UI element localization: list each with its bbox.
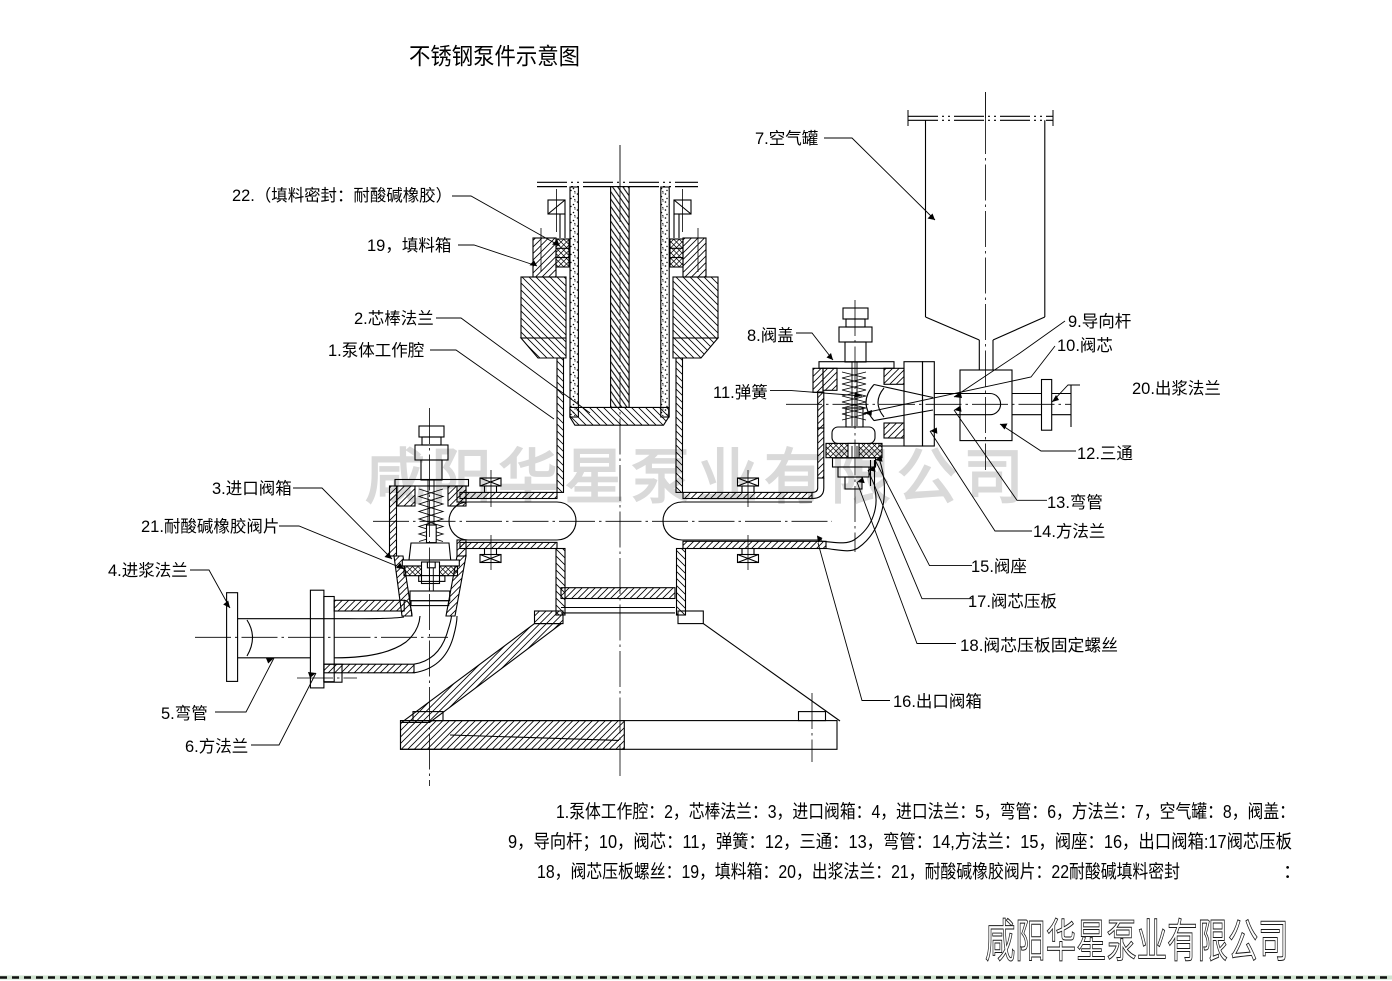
svg-text:9，导向杆；10，阀芯：11，弹簧：12，三通：13，弯管：: 9，导向杆；10，阀芯：11，弹簧：12，三通：13，弯管：14,方法兰：15，… — [508, 831, 1292, 852]
svg-text:10.阀芯: 10.阀芯 — [1057, 336, 1113, 355]
svg-text:5.弯管: 5.弯管 — [161, 704, 208, 723]
svg-text:18.阀芯压板固定螺丝: 18.阀芯压板固定螺丝 — [960, 636, 1118, 655]
svg-text:16.出口阀箱: 16.出口阀箱 — [893, 692, 982, 711]
svg-text:20.出浆法兰: 20.出浆法兰 — [1132, 379, 1221, 398]
svg-text:22.（填料密封：耐酸碱橡胶）: 22.（填料密封：耐酸碱橡胶） — [232, 186, 452, 205]
svg-text:17.阀芯压板: 17.阀芯压板 — [968, 592, 1057, 611]
svg-text:9.导向杆: 9.导向杆 — [1068, 312, 1131, 331]
svg-text:6.方法兰: 6.方法兰 — [185, 737, 248, 756]
svg-text:19，填料箱: 19，填料箱 — [367, 236, 451, 255]
svg-text:：: ： — [1283, 861, 1302, 882]
svg-text:3.进口阀箱: 3.进口阀箱 — [212, 479, 292, 498]
svg-text:11.弹簧: 11.弹簧 — [713, 383, 768, 402]
svg-text:15.阀座: 15.阀座 — [971, 557, 1027, 576]
svg-text:21.耐酸碱橡胶阀片: 21.耐酸碱橡胶阀片 — [141, 517, 279, 536]
svg-text:14.方法兰: 14.方法兰 — [1033, 522, 1105, 541]
svg-text:12.三通: 12.三通 — [1077, 444, 1133, 463]
svg-text:1.泵体工作腔：2，芯棒法兰：3，进口阀箱：4，进口法兰：5: 1.泵体工作腔：2，芯棒法兰：3，进口阀箱：4，进口法兰：5，弯管：6，方法兰：… — [556, 801, 1295, 822]
svg-text:不锈钢泵件示意图: 不锈钢泵件示意图 — [409, 43, 580, 69]
svg-text:咸阳华星泵业有限公司: 咸阳华星泵业有限公司 — [365, 444, 1030, 511]
svg-text:2.芯棒法兰: 2.芯棒法兰 — [354, 309, 434, 328]
svg-text:7.空气罐: 7.空气罐 — [755, 129, 818, 148]
svg-text:4.进浆法兰: 4.进浆法兰 — [108, 561, 188, 580]
svg-text:咸阳华星泵业有限公司: 咸阳华星泵业有限公司 — [985, 917, 1289, 968]
svg-text:8.阀盖: 8.阀盖 — [747, 326, 794, 345]
svg-text:1.泵体工作腔: 1.泵体工作腔 — [328, 341, 424, 360]
svg-text:13.弯管: 13.弯管 — [1047, 493, 1103, 512]
svg-text:18，阀芯压板螺丝：19，填料箱：20，出浆法兰：21，耐酸: 18，阀芯压板螺丝：19，填料箱：20，出浆法兰：21，耐酸碱橡胶阀片：22耐酸… — [537, 861, 1180, 882]
